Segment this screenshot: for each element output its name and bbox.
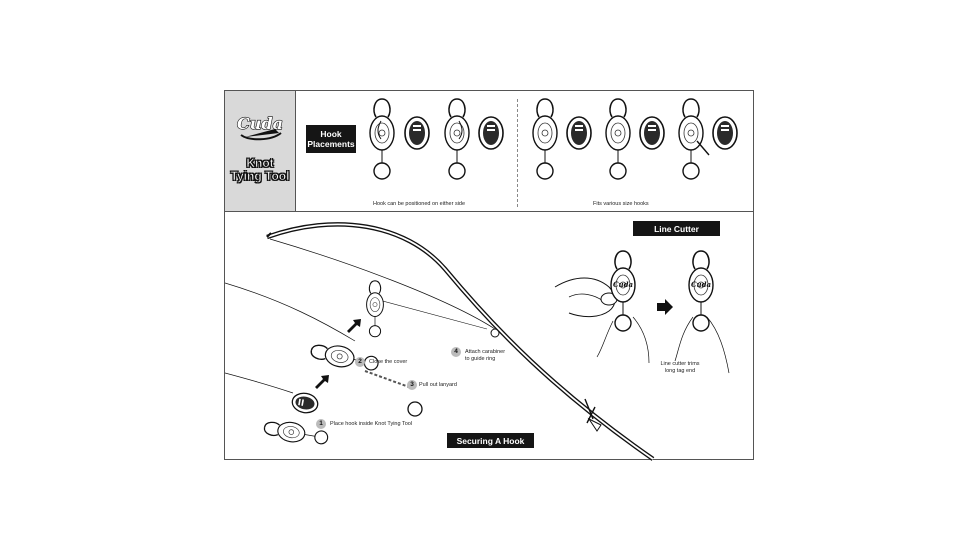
knot-tool-icon xyxy=(366,280,384,338)
step-number-4: 4 xyxy=(451,347,461,357)
placement-divider xyxy=(517,99,518,207)
tool-logo-text-2: Cuda xyxy=(691,280,712,289)
hook-badge-line1: Hook xyxy=(320,129,342,139)
brand-panel: Cuda Knot Tying Tool xyxy=(225,91,296,211)
step-text-1: Place hook inside Knot Tying Tool xyxy=(330,421,413,427)
hook-badge-line2: Placements xyxy=(307,139,355,149)
line-cutter-note-line2: long tag end xyxy=(664,368,696,374)
knot-tool-icon xyxy=(605,98,665,180)
hand-icon xyxy=(554,277,618,318)
step-number-1: 1 xyxy=(316,419,326,429)
arrow-up-icon xyxy=(347,319,361,333)
step-text-4-line1: Attach carabiner xyxy=(465,349,506,355)
knot-tool-icon xyxy=(308,339,423,417)
line-cutter-badge: Line Cutter xyxy=(633,221,720,236)
step-text-4-line2: to guide ring xyxy=(465,356,496,362)
instruction-card: Cuda Knot Tying Tool Hook Placements Lin… xyxy=(224,90,754,461)
step-number-2: 2 xyxy=(355,357,365,367)
tool-logo-text: Cuda xyxy=(613,280,634,289)
knot-tool-icon xyxy=(532,98,592,180)
step-text-4: Attach carabiner to guide ring xyxy=(465,349,505,363)
cuda-logo-icon: Cuda xyxy=(236,113,284,141)
caption-either-side: Hook can be positioned on either side xyxy=(373,201,466,207)
line-cutter-note-line1: Line cutter trims xyxy=(660,361,700,367)
arrow-up-icon xyxy=(315,375,329,389)
knot-tool-icon xyxy=(369,98,430,180)
line-cutter-note: Line cutter trims long tag end xyxy=(650,361,710,375)
arrow-right-icon xyxy=(657,299,673,315)
securing-hook-badge: Securing A Hook xyxy=(447,433,534,448)
section-divider xyxy=(225,211,753,212)
step-number-3: 3 xyxy=(407,380,417,390)
knot-tool-icon: Cuda xyxy=(610,250,636,332)
caption-various-sizes: Fits various size hooks xyxy=(593,201,649,207)
product-title-line1: Knot xyxy=(246,156,274,170)
step-text-3: Pull out lanyard xyxy=(419,382,457,388)
knot-tool-icon xyxy=(444,98,504,180)
illustration-art: Cuda Cuda xyxy=(225,98,738,461)
hook-placements-badge: Hook Placements xyxy=(306,125,356,153)
logo-text: Cuda xyxy=(237,114,283,133)
fishing-rod-icon xyxy=(266,222,655,461)
product-title-line2: Tying Tool xyxy=(230,169,290,183)
knot-tool-icon: Cuda xyxy=(688,250,714,332)
knot-tool-icon xyxy=(678,98,738,180)
product-title: Knot Tying Tool xyxy=(225,156,295,183)
step-text-2: Close the cover xyxy=(369,359,408,365)
